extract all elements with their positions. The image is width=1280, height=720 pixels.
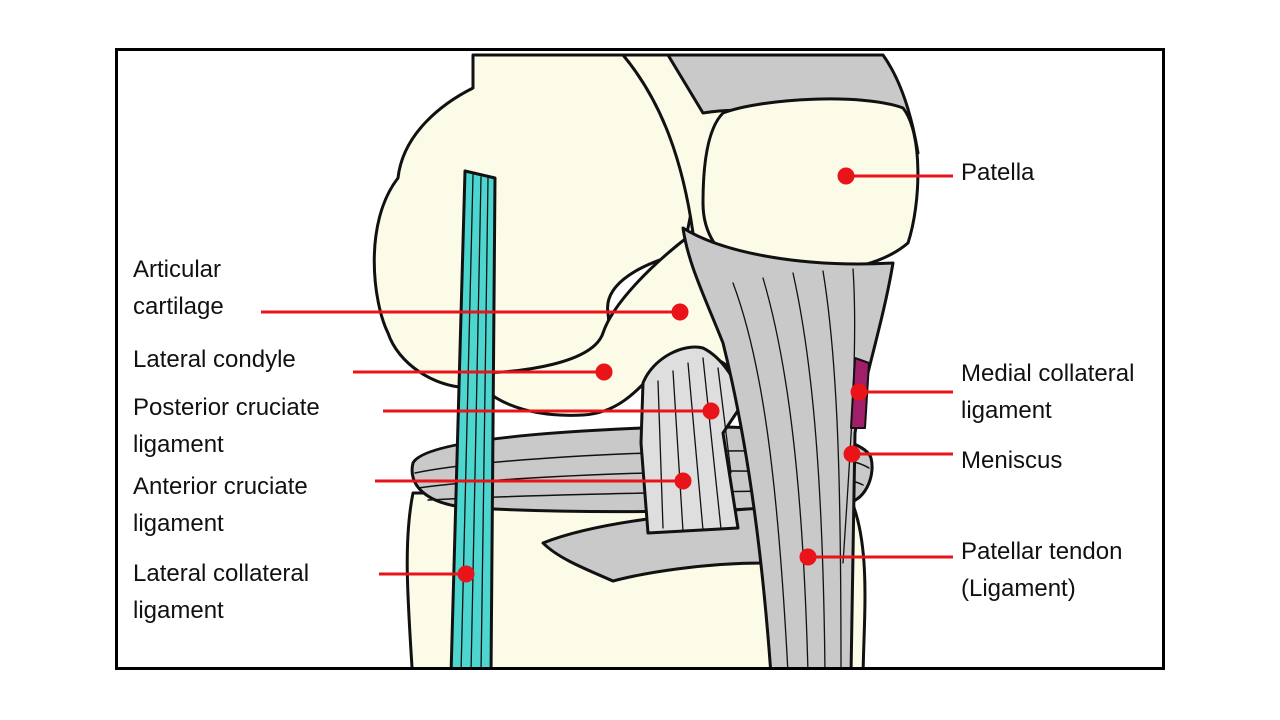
- label-medial-collateral-line2: ligament: [961, 397, 1052, 424]
- label-posterior-cruciate: Posterior cruciate ligament: [133, 389, 320, 463]
- label-meniscus-line1: Meniscus: [961, 447, 1063, 474]
- diagram-frame: [115, 48, 1165, 670]
- pointer-dot-articular-cartilage: [671, 303, 689, 321]
- label-articular-cartilage: Articular cartilage: [133, 251, 224, 325]
- label-meniscus: Meniscus: [961, 442, 1062, 479]
- label-articular-cartilage-line1: Articular: [133, 256, 222, 283]
- label-lateral-collateral: Lateral collateral ligament: [133, 555, 309, 629]
- label-lateral-condyle-line1: Lateral condyle: [133, 346, 296, 373]
- patella-bone: [701, 97, 920, 275]
- knee-illustration: [261, 53, 953, 667]
- label-anterior-cruciate-line2: ligament: [133, 510, 224, 537]
- cruciate-ligaments: [639, 345, 745, 535]
- pointer-dot-anterior-cruciate: [674, 472, 692, 490]
- label-medial-collateral-line1: Medial collateral: [961, 360, 1135, 387]
- pointer-lines: [261, 167, 953, 583]
- pointer-dot-lateral-collateral: [457, 565, 475, 583]
- medial-condyle-bone: [471, 53, 765, 425]
- pointer-dot-meniscus: [843, 445, 861, 463]
- lateral-condyle-bone: [372, 53, 695, 390]
- label-patella-line1: Patella: [961, 159, 1035, 186]
- label-articular-cartilage-line2: cartilage: [133, 293, 224, 320]
- label-patellar-tendon: Patellar tendon (Ligament): [961, 533, 1122, 607]
- pointer-dot-medial-collateral: [850, 383, 868, 401]
- label-anterior-cruciate: Anterior cruciate ligament: [133, 468, 308, 542]
- label-lateral-condyle: Lateral condyle: [133, 341, 296, 378]
- label-posterior-cruciate-line1: Posterior cruciate: [133, 394, 320, 421]
- label-medial-collateral: Medial collateral ligament: [961, 355, 1134, 429]
- pointer-dot-lateral-condyle: [595, 363, 613, 381]
- label-lateral-collateral-line2: ligament: [133, 597, 224, 624]
- lateral-collateral-shape: [449, 169, 497, 667]
- pointer-dot-patellar-tendon: [799, 548, 817, 566]
- label-posterior-cruciate-line2: ligament: [133, 431, 224, 458]
- label-patellar-tendon-line1: Patellar tendon: [961, 538, 1123, 565]
- label-lateral-collateral-line1: Lateral collateral: [133, 560, 310, 587]
- label-patella: Patella: [961, 154, 1034, 191]
- label-patellar-tendon-line2: (Ligament): [961, 575, 1076, 602]
- pointer-dot-posterior-cruciate: [702, 402, 720, 420]
- label-anterior-cruciate-line1: Anterior cruciate: [133, 473, 308, 500]
- pointer-dot-patella: [837, 167, 855, 185]
